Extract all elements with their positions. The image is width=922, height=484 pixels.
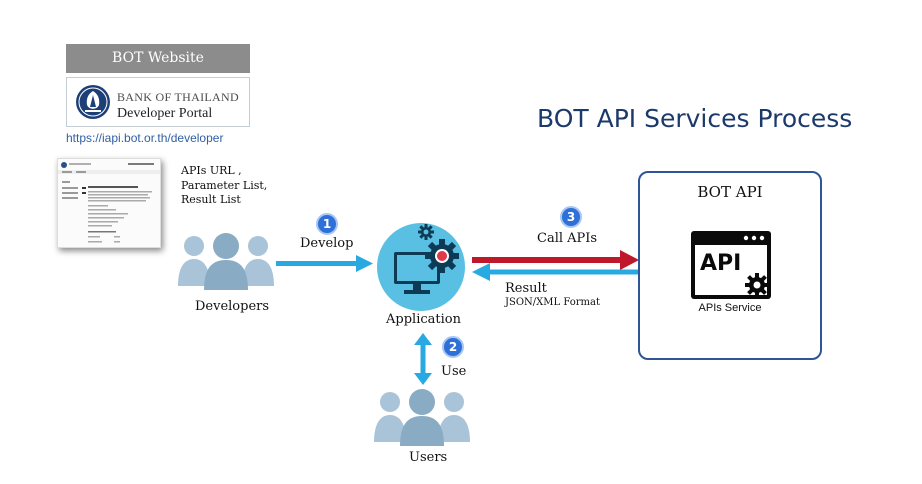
step-1-badge: 1 [316,213,338,235]
users-label: Users [409,450,448,465]
develop-arrow [276,255,373,272]
result-label: Result [505,281,547,296]
call-apis-arrow [472,250,639,270]
step-3-badge: 3 [560,206,582,228]
step-2-label: Use [441,364,467,379]
developers-label: Developers [195,299,270,314]
document-preview-icon [58,162,160,243]
step-3-label: Call APIs [537,231,598,246]
users-icon [374,389,470,446]
api-icon-text: API [700,251,742,276]
developer-portal-url: https://iapi.bot.or.th/developer [66,131,224,145]
developer-portal-logo: BANK OF THAILAND Developer Portal [66,77,250,127]
developer-portal-label: Developer Portal [117,106,213,121]
doc-note-apis-url: APIs URL , [181,164,242,177]
window-dots-icon [743,235,765,241]
api-window-icon: API [691,231,771,299]
bank-name: BANK OF THAILAND [117,90,239,104]
page-title: BOT API Services Process [537,104,853,133]
bank-seal-icon [76,85,110,119]
bot-api-label: BOT API [697,183,763,201]
bot-website-header: BOT Website [66,44,250,73]
bot-api-box: BOT API API APIs Service [638,171,822,360]
api-gear-icon [745,273,769,297]
developers-icon [178,233,274,290]
doc-note-parameter-list: Parameter List, [181,179,268,192]
use-arrow [414,333,432,385]
step-2-badge: 2 [442,336,464,358]
apis-service-label: APIs Service [698,302,762,314]
application-icon [377,223,465,311]
doc-note-result-list: Result List [181,193,241,206]
api-document-thumbnail [57,158,161,248]
result-arrow [472,263,640,281]
application-label: Application [386,312,461,327]
result-format-label: JSON/XML Format [505,297,601,308]
step-1-label: Develop [300,236,354,251]
